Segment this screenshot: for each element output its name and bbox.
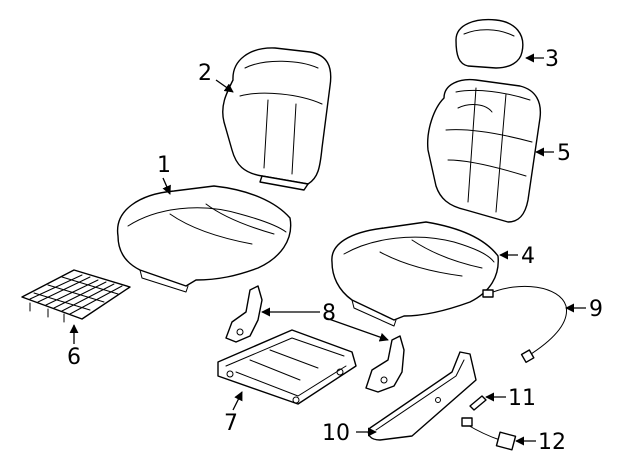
part-4-rear-seat-cushion <box>331 221 499 327</box>
leader-1 <box>162 177 171 195</box>
callout-3: 3 <box>545 47 559 72</box>
part-5-rear-seatback <box>427 78 542 223</box>
callout-1: 1 <box>157 153 171 178</box>
part-8-hinge-brackets <box>225 285 405 393</box>
part-3-headrest <box>455 18 524 69</box>
callout-2: 2 <box>198 61 212 86</box>
leader-7 <box>232 391 243 411</box>
callout-7: 7 <box>224 411 238 436</box>
part-2-front-seatback <box>222 47 332 191</box>
callout-6: 6 <box>67 345 81 370</box>
part-9-release-cable <box>482 285 567 364</box>
part-6-spring-mat <box>21 269 131 323</box>
callout-12: 12 <box>538 430 566 455</box>
leader-2 <box>215 79 234 93</box>
leader-8b <box>325 317 389 342</box>
part-11-clip <box>469 395 487 411</box>
part-1-front-seat-cushion <box>116 185 292 293</box>
callout-4: 4 <box>521 244 535 269</box>
part-12-switch-connector <box>461 417 517 451</box>
callout-8: 8 <box>322 301 336 326</box>
part-7-seat-track-frame <box>217 329 357 405</box>
callout-5: 5 <box>557 141 571 166</box>
callout-10: 10 <box>322 421 350 446</box>
callout-11: 11 <box>508 386 536 411</box>
callout-9: 9 <box>589 297 603 322</box>
